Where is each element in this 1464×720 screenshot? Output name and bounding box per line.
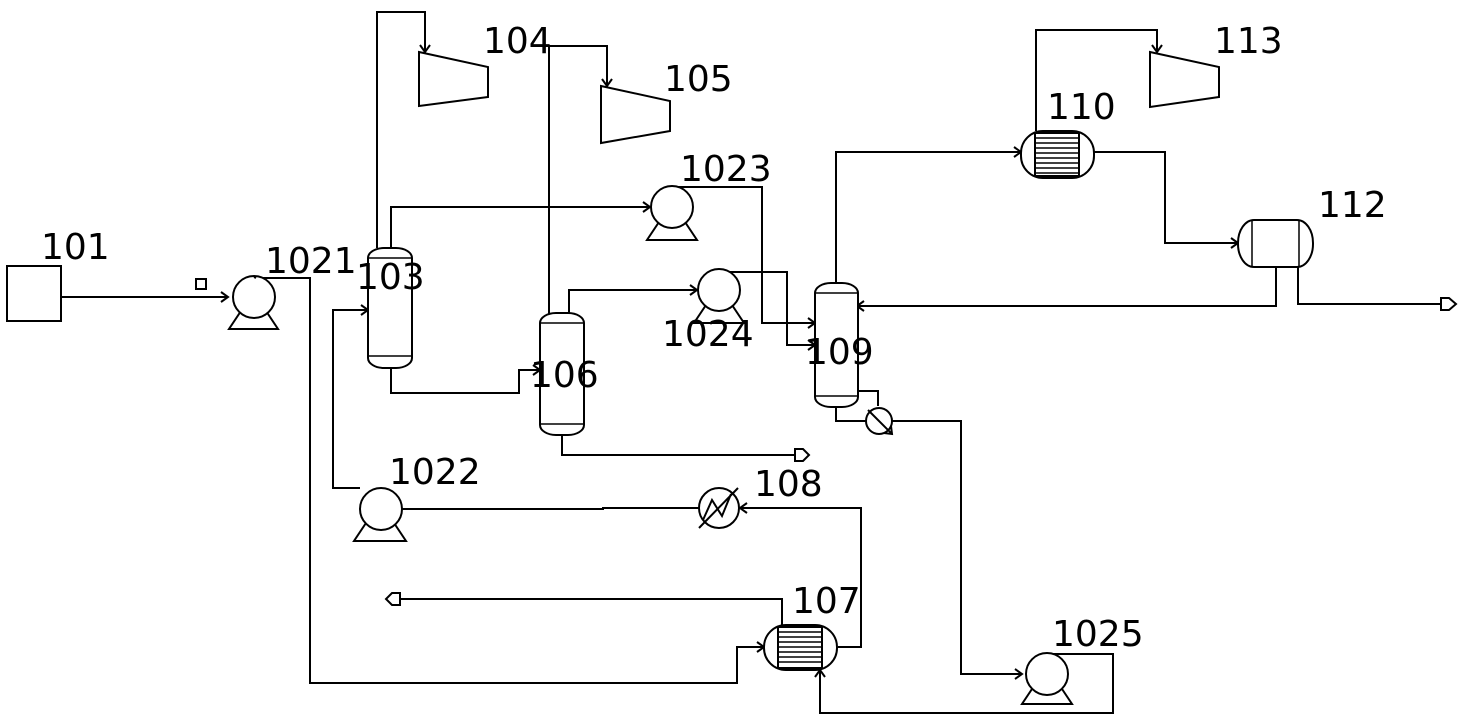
pipe-1023-to-109 [676,186,815,324]
bottoms-valve [865,407,894,436]
pipe-107-to-108 [740,507,862,648]
column-106 [539,312,585,436]
label-108: 108 [754,464,823,505]
exchanger-110 [1020,130,1095,179]
pipes [61,11,1443,714]
pipe-108-to-1022 [386,507,699,510]
label-112: 112 [1318,185,1387,226]
pipe-106-bottoms-out [561,434,797,456]
heater-108 [698,487,740,529]
label-107: 107 [792,581,861,622]
exchanger-107 [763,624,838,671]
label-1025: 1025 [1052,614,1144,655]
label-1021: 1021 [265,241,357,282]
equipment-labels: 101 1021 103 104 105 106 1023 1024 109 1… [41,21,1387,655]
outlet-arrow-112 [1440,297,1458,311]
feed-tank-101 [6,265,62,322]
label-105: 105 [664,59,733,100]
feed-marker [195,278,207,290]
pipe-106-to-1024 [568,289,697,314]
pump-1023 [645,185,699,241]
pipe-1025-to-107 [819,653,1114,714]
pipe-103-to-104 [376,11,426,248]
column-103 [367,247,413,369]
arrow-head [1151,44,1163,54]
arrow-head [220,291,230,303]
label-109: 109 [805,332,874,373]
compressor-104 [418,50,489,108]
pipe-110-to-112 [1094,151,1238,244]
pipe-1021-to-107 [256,277,764,684]
compressor-105 [600,84,671,145]
label-113: 113 [1214,21,1283,62]
pipe-1022-to-103 [332,309,368,489]
pipe-109-to-valve [835,406,868,422]
label-104: 104 [483,21,552,62]
label-101: 101 [41,227,110,268]
pipe-109-reboiler-return [857,390,879,406]
pipe-112-product-out [1297,264,1443,305]
drum-112 [1237,219,1314,268]
compressor-113 [1149,50,1220,109]
pipe-110-to-113 [1035,29,1158,131]
pump-1024 [692,268,746,324]
pipe-107-outlet [400,598,783,625]
pipe-112-to-109 [857,268,1277,307]
pipe-103-to-106 [390,367,540,394]
pump-1022 [352,487,408,542]
arrow-head [419,44,431,54]
pump-1021 [227,275,280,330]
pipe-106-to-105 [548,45,608,316]
pipe-109-to-110 [835,151,1021,283]
label-1023: 1023 [680,149,772,190]
label-106: 106 [530,355,599,396]
label-103: 103 [356,257,425,298]
pipe-valve-to-1025 [890,420,1022,675]
pipe-1024-to-109 [721,271,815,346]
arrow-head [1014,668,1024,680]
arrow-head [601,78,613,88]
label-1024: 1024 [662,314,754,355]
outlet-arrow-106 [794,448,811,462]
pipe-103-to-1023 [390,206,650,260]
pump-1025 [1020,652,1074,705]
outlet-arrow-107 [384,592,401,606]
label-1022: 1022 [389,452,481,493]
label-110: 110 [1047,87,1116,128]
column-109 [814,282,859,408]
